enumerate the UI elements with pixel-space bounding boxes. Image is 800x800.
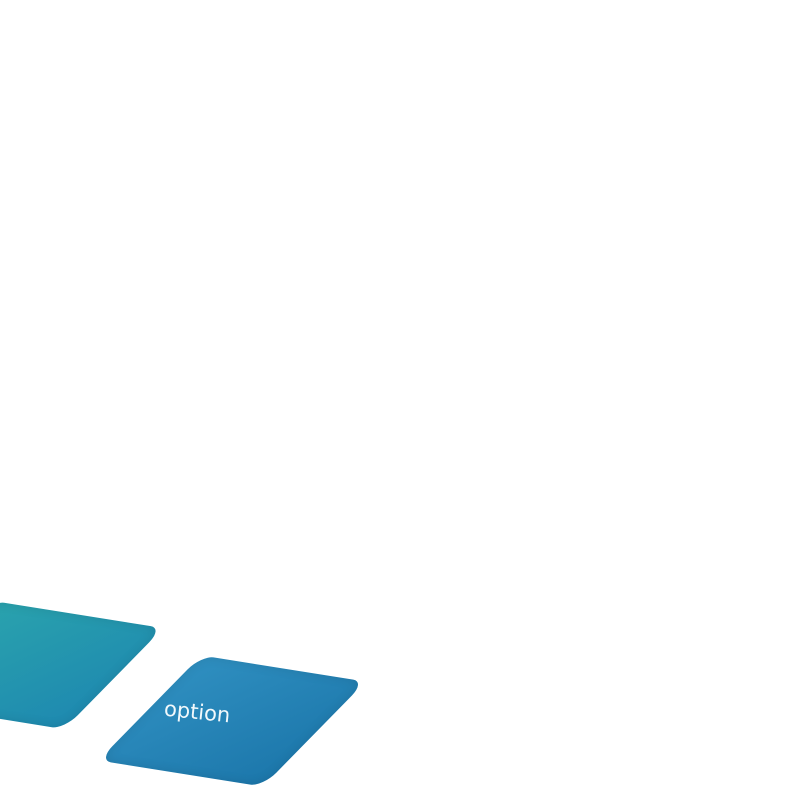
option-key [98,655,366,787]
command-key [0,600,164,730]
